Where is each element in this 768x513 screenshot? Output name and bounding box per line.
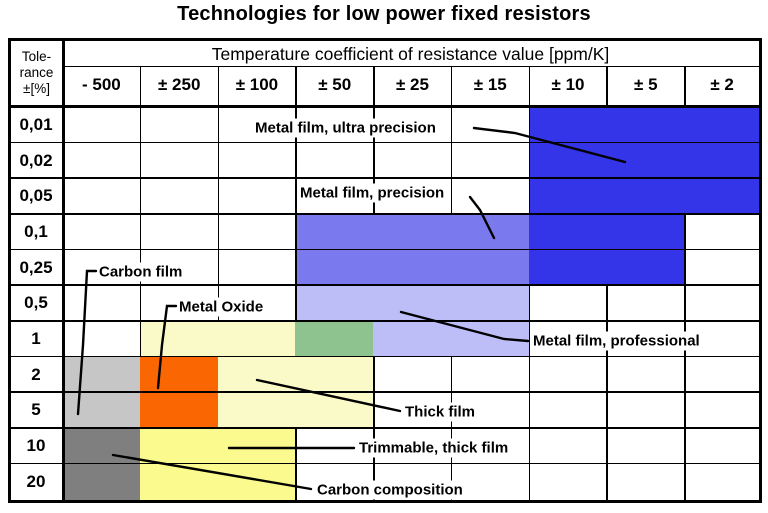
grid-vline (217, 67, 220, 500)
grid-vline (684, 67, 686, 500)
region-precision (296, 214, 529, 251)
grid-hline (11, 427, 759, 429)
row-label-20: 20 (26, 471, 46, 491)
grid-hline (11, 213, 759, 215)
grid-hline (11, 284, 759, 286)
annotation-metal_oxide: Metal Oxide (176, 297, 267, 317)
region-ultra (528, 214, 685, 251)
region-ultra (530, 107, 759, 144)
annotation-ultra: Metal film, ultra precision (252, 118, 439, 138)
grid-hline (11, 141, 759, 144)
region-metal_oxide (139, 357, 218, 393)
annotation-carbon_composition: Carbon composition (314, 480, 466, 500)
region-professional (373, 321, 529, 358)
annotation-precision: Metal film, precision (297, 183, 448, 203)
grid-hline (11, 248, 759, 251)
row-label-0_01: 0,01 (19, 114, 53, 134)
row-label-2: 2 (31, 364, 41, 384)
row-label-0_1: 0,1 (24, 221, 48, 241)
tolerance-header: Tole- rance ±[%] (11, 41, 62, 105)
column-header-±5: ± 5 (634, 75, 658, 94)
region-thick_film (217, 392, 374, 429)
grid-vline-tolerance-separator (62, 41, 65, 500)
region-carbon_composition (64, 428, 140, 465)
region-professional (296, 285, 529, 322)
region-thick_film (217, 357, 374, 393)
region-carbon_film (64, 392, 140, 429)
column-header-±50: ± 50 (318, 75, 352, 94)
grid-vline (139, 67, 142, 500)
grid-vline (295, 67, 297, 500)
region-metal_oxide (139, 392, 218, 429)
row-label-0_5: 0,5 (24, 293, 48, 313)
region-thick_film (141, 321, 296, 358)
technology-table: Temperature coefficient of resistance va… (8, 38, 762, 503)
column-header-±10: ± 10 (551, 75, 585, 94)
row-label-0_05: 0,05 (19, 186, 53, 206)
column-header-±2: ± 2 (710, 75, 734, 94)
row-label-1: 1 (31, 328, 41, 348)
region-carbon_film (64, 357, 140, 393)
annotation-professional: Metal film, professional (530, 331, 703, 351)
annotation-trimmable: Trimmable, thick film (356, 438, 512, 458)
region-ultra (530, 143, 759, 179)
grid-hline-under-column-headers (11, 105, 759, 108)
annotation-carbon_film: Carbon film (96, 262, 186, 282)
grid-hline (11, 462, 759, 465)
region-carbon_composition (64, 464, 140, 500)
grid-hline (11, 391, 759, 393)
region-trimmable (139, 428, 296, 465)
tolerance-header-line3: ±[%] (23, 81, 50, 97)
column-header-±100: ± 100 (235, 75, 279, 94)
grid-hline (11, 177, 759, 179)
region-overlap (295, 321, 374, 358)
row-label-10: 10 (26, 435, 46, 455)
grid-hline (11, 320, 759, 322)
chart-title: Technologies for low power fixed resisto… (177, 3, 591, 25)
region-trimmable (139, 464, 296, 500)
temperature-coefficient-header: Temperature coefficient of resistance va… (211, 43, 610, 64)
annotation-thick_film: Thick film (402, 402, 479, 422)
tolerance-header-line1: Tole- (21, 48, 52, 64)
row-label-5: 5 (31, 400, 41, 420)
column-header-±25: ± 25 (396, 75, 429, 94)
column-header-±15: ± 15 (473, 75, 507, 94)
region-precision (296, 250, 529, 286)
column-header--500: - 500 (82, 75, 121, 94)
region-ultra (528, 250, 685, 286)
row-label-0_25: 0,25 (19, 257, 53, 277)
region-ultra (530, 178, 759, 215)
grid-hline (11, 355, 759, 358)
tolerance-header-line2: rance (19, 64, 54, 80)
column-header-±250: ± 250 (157, 75, 201, 94)
row-label-0_02: 0,02 (19, 150, 53, 170)
grid-hline-under-tc-header (62, 65, 759, 67)
